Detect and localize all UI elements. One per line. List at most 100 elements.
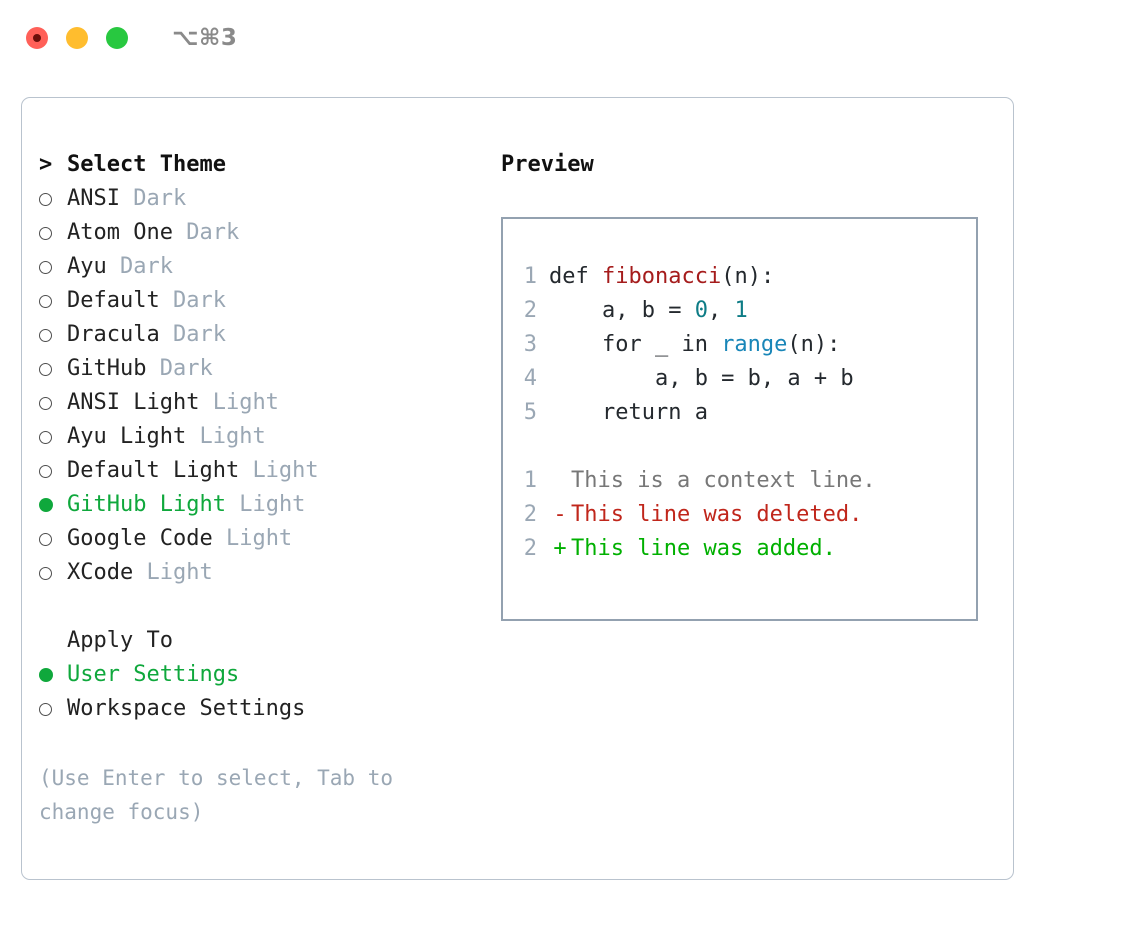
- apply-to-item[interactable]: User Settings: [39, 657, 509, 691]
- record-indicator-icon: [33, 34, 41, 42]
- radio-unselected-icon: [39, 396, 52, 410]
- theme-name: Ayu: [67, 253, 107, 279]
- theme-list-item[interactable]: Default Dark: [39, 283, 509, 317]
- code-line: 4 a, b = b, a + b: [515, 361, 976, 395]
- apply-to-heading: Apply To: [39, 623, 509, 657]
- radio-unselected-icon: [39, 702, 52, 716]
- diff-line-text: This is a context line.: [571, 467, 876, 493]
- diff-marker: -: [553, 501, 567, 527]
- diff-marker: [549, 468, 571, 493]
- close-button[interactable]: [26, 27, 48, 49]
- code-line: 3 for _ in range(n):: [515, 327, 976, 361]
- diff-line: 2-This line was deleted.: [515, 497, 976, 531]
- keyboard-shortcut-label: ⌥⌘3: [172, 25, 238, 51]
- theme-name: XCode: [67, 559, 134, 585]
- code-line-text: a, b = b, a + b: [549, 366, 854, 391]
- theme-name: GitHub Light: [67, 491, 226, 517]
- code-token: return a: [549, 399, 708, 425]
- theme-name: Dracula: [67, 321, 160, 347]
- radio-unselected-icon: [39, 226, 52, 240]
- theme-list-item[interactable]: Default Light Light: [39, 453, 509, 487]
- theme-list-item[interactable]: Dracula Dark: [39, 317, 509, 351]
- line-number: 3: [523, 331, 537, 357]
- theme-list-item[interactable]: ANSI Light Light: [39, 385, 509, 419]
- code-line-text: a, b = 0, 1: [549, 298, 748, 323]
- theme-variant-tag: Dark: [133, 185, 187, 211]
- radio-selected-icon: [39, 497, 53, 512]
- radio-unselected-icon: [39, 260, 52, 274]
- line-number: 4: [523, 365, 537, 391]
- code-token: a, b = b, a + b: [549, 365, 854, 391]
- preview-title: Preview: [501, 151, 594, 177]
- theme-name: Ayu Light: [67, 423, 187, 449]
- help-hint: (Use Enter to select, Tab to change focu…: [39, 761, 459, 829]
- minimize-button[interactable]: [66, 27, 88, 49]
- line-number: 2: [523, 535, 537, 561]
- theme-list-item[interactable]: XCode Light: [39, 555, 509, 589]
- code-line-text: for _ in range(n):: [549, 332, 840, 357]
- preview-gap: [515, 429, 976, 463]
- radio-unselected-icon: [39, 532, 52, 546]
- theme-list-item[interactable]: GitHub Dark: [39, 351, 509, 385]
- apply-to-label: Workspace Settings: [67, 695, 306, 721]
- code-token: ,: [707, 297, 735, 323]
- line-number: 2: [523, 501, 537, 527]
- diff-line-text: This line was deleted.: [571, 501, 863, 527]
- code-line-text: return a: [549, 400, 708, 425]
- diff-sample: 1 This is a context line. 2-This line was…: [515, 463, 976, 565]
- code-token: (n):: [787, 331, 841, 357]
- theme-name: Atom One: [67, 219, 173, 245]
- code-token: for _ in: [549, 331, 722, 357]
- line-number: 1: [523, 467, 537, 493]
- theme-variant-tag: Dark: [120, 253, 173, 279]
- help-hint-line-1: (Use Enter to select, Tab to: [39, 766, 394, 790]
- radio-unselected-icon: [39, 192, 52, 206]
- code-token: a, b =: [549, 297, 695, 323]
- code-token: fibonacci: [601, 263, 722, 289]
- maximize-button[interactable]: [106, 27, 128, 49]
- line-number: 5: [523, 399, 537, 425]
- title-bar: ⌥⌘3: [0, 0, 1140, 76]
- theme-name: Default: [67, 287, 160, 313]
- theme-list-item[interactable]: Ayu Light Light: [39, 419, 509, 453]
- diff-line-text: This line was added.: [571, 535, 836, 561]
- theme-list-item[interactable]: ANSI Dark: [39, 181, 509, 215]
- theme-name: GitHub: [67, 355, 147, 381]
- radio-unselected-icon: [39, 362, 52, 376]
- apply-to-item[interactable]: Workspace Settings: [39, 691, 509, 725]
- code-line: 1 def fibonacci(n):: [515, 259, 976, 293]
- radio-unselected-icon: [39, 430, 52, 444]
- line-number: 1: [523, 263, 537, 289]
- apply-to-label: User Settings: [67, 661, 240, 687]
- code-token: range: [721, 331, 788, 357]
- theme-variant-tag: Light: [212, 389, 279, 415]
- theme-name: ANSI Light: [67, 389, 200, 415]
- help-hint-line-2: change focus): [39, 800, 204, 824]
- select-theme-heading-label: Select Theme: [67, 151, 226, 177]
- radio-unselected-icon: [39, 328, 52, 342]
- apply-to-heading-label: Apply To: [67, 627, 173, 653]
- code-line-text: def fibonacci(n):: [549, 264, 774, 289]
- code-line: 2 a, b = 0, 1: [515, 293, 976, 327]
- theme-list-item[interactable]: GitHub Light Light: [39, 487, 509, 521]
- select-theme-heading: > Select Theme: [39, 147, 509, 181]
- theme-variant-tag: Light: [252, 457, 319, 483]
- diff-line: 2+This line was added.: [515, 531, 976, 565]
- line-number: 2: [523, 297, 537, 323]
- window-controls: [26, 27, 128, 49]
- theme-variant-tag: Light: [146, 559, 213, 585]
- theme-variant-tag: Light: [199, 423, 266, 449]
- radio-unselected-icon: [39, 464, 52, 478]
- theme-list-item[interactable]: Google Code Light: [39, 521, 509, 555]
- theme-variant-tag: Dark: [172, 321, 226, 347]
- theme-list-item[interactable]: Ayu Dark: [39, 249, 509, 283]
- code-token: 0: [694, 297, 708, 323]
- theme-list-item[interactable]: Atom One Dark: [39, 215, 509, 249]
- theme-name: Default Light: [67, 457, 240, 483]
